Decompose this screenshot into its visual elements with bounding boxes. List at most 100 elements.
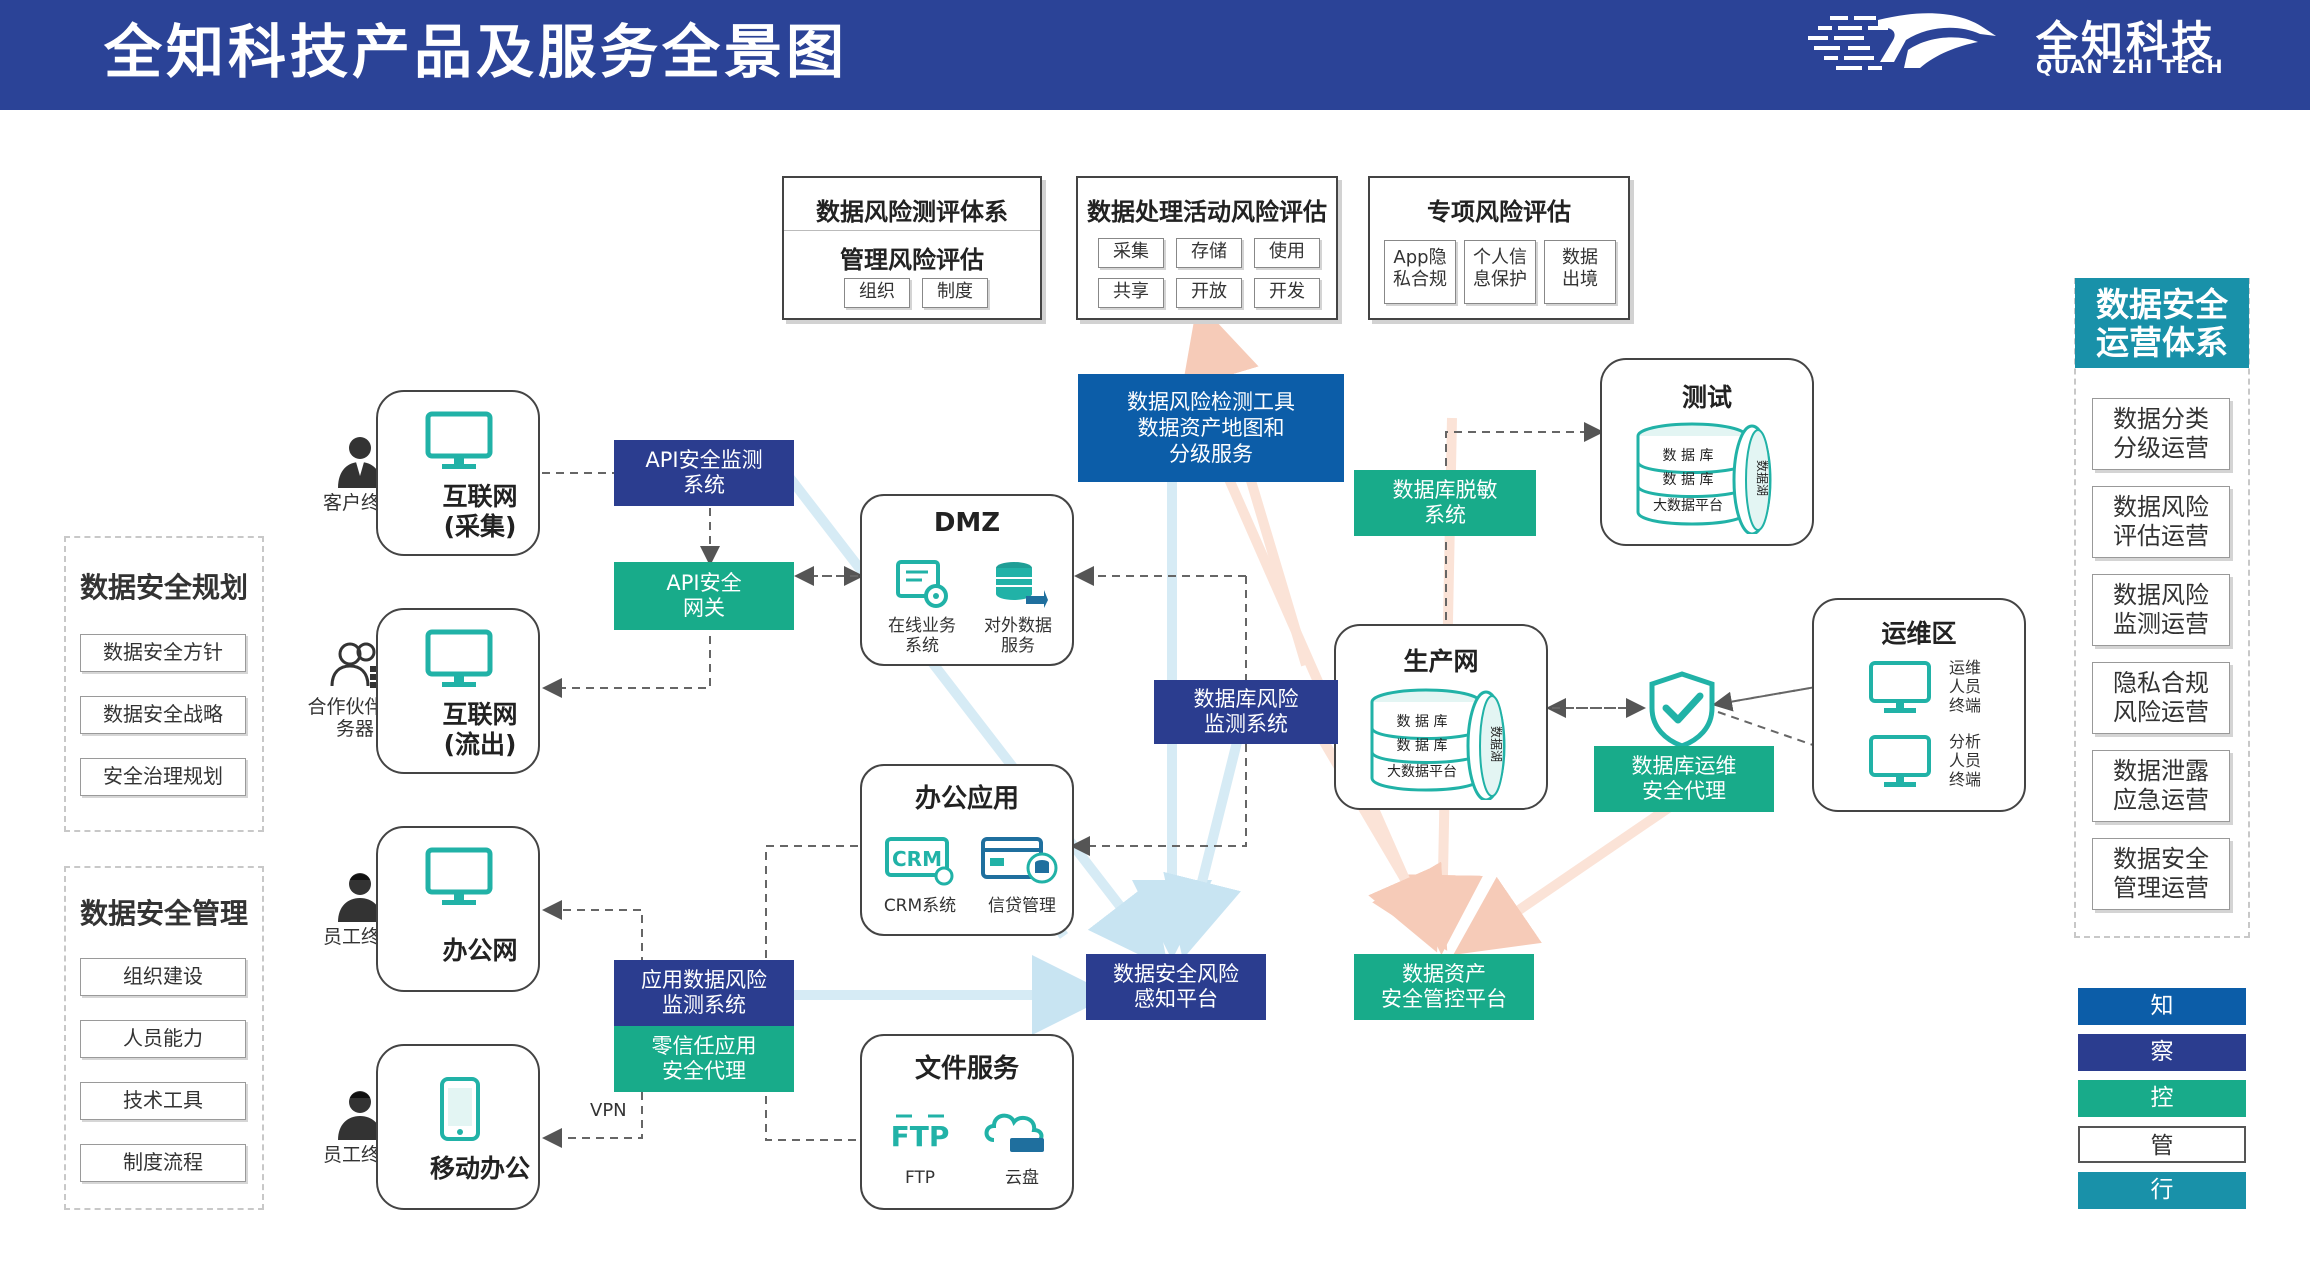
planning-title: 数据安全规划: [79, 571, 248, 604]
api-monitor-system-tag: API安全监测 系统: [614, 440, 794, 506]
test-box: 测试 数 据 库 数 据 库 大数据平台 数据湖: [1600, 358, 1814, 546]
office-net-label: 办公网: [442, 936, 518, 965]
test-title: 测试: [1681, 383, 1732, 412]
management-item: 技术工具: [80, 1082, 246, 1120]
divider: [784, 230, 1040, 231]
db-layer-label: 大数据平台: [1653, 498, 1723, 514]
processing-chip: 共享: [1098, 278, 1164, 308]
brand-name: 全知科技: [2036, 17, 2217, 66]
risk-eval-system-title: 数据风险测评体系: [816, 198, 1008, 226]
special-risk-chip: 个人信 息保护: [1464, 240, 1536, 304]
svg-text:CRM: CRM: [892, 847, 942, 871]
processing-chip: 使用: [1254, 238, 1320, 268]
planning-panel: 数据安全规划 数据安全方针 数据安全战略 安全治理规划: [64, 536, 264, 832]
vpn-label: VPN: [590, 1100, 627, 1121]
internet-out-label: 互联网 (流出): [442, 700, 518, 759]
risk-detection-tools-tag: 数据风险检测工具 数据资产地图和 分级服务: [1078, 374, 1344, 482]
shield-check-icon: [1649, 671, 1715, 748]
office-app-box: 办公应用 CRM CRM系统 信贷管理: [860, 764, 1074, 936]
header-bar: 全知科技产品及服务全景图 全知科技 QUAN ZHI TECH: [0, 0, 2310, 110]
brand-name-en: QUAN ZHI TECH: [2036, 56, 2225, 78]
flow-ops-proxy-to-asset: [1453, 795, 1683, 955]
mobile-office-label: 移动办公: [429, 1154, 530, 1183]
legend-observe: 察: [2078, 1034, 2246, 1071]
page-title: 全知科技产品及服务全景图: [104, 18, 849, 86]
credit-management-icon: [981, 837, 1058, 884]
app-risk-monitor-tag: 应用数据风险 监测系统: [614, 960, 794, 1026]
ops-item: 数据安全 管理运营: [2092, 838, 2230, 910]
ops-item: 数据泄露 应急运营: [2092, 750, 2230, 822]
legend-manage: 管: [2078, 1126, 2246, 1163]
crm-system-label: CRM系统: [883, 896, 957, 916]
legend-operate: 行: [2078, 1172, 2246, 1209]
ops-zone-box: 运维区 运维 人员 终端 分析 人员 终端: [1812, 598, 2026, 812]
planning-item: 安全治理规划: [80, 758, 246, 796]
employee-person-icon: [338, 873, 382, 922]
management-panel: 数据安全管理 组织建设 人员能力 技术工具 制度流程: [64, 866, 264, 1210]
file-service-box: 文件服务 FTP FTP 云盘: [860, 1034, 1074, 1210]
special-risk-box: 专项风险评估 App隐 私合规 个人信 息保护 数据 出境: [1368, 176, 1630, 320]
processing-chip: 采集: [1098, 238, 1164, 268]
asset-control-platform-tag: 数据资产 安全管控平台: [1354, 954, 1534, 1020]
processing-chip: 开放: [1176, 278, 1242, 308]
internet-collect-box: 互联网 (采集): [376, 390, 540, 556]
database-stack-icon: 数 据 库 数 据 库 大数据平台 数据湖: [1370, 688, 1506, 800]
ops-zone-title: 运维区: [1881, 619, 1957, 648]
db-layer-label: 大数据平台: [1387, 764, 1457, 780]
employee-person-icon: [338, 1091, 382, 1140]
db-desensitize-tag: 数据库脱敏 系统: [1354, 470, 1536, 536]
internet-out-box: 互联网 (流出): [376, 608, 540, 774]
risk-perception-platform-tag: 数据安全风险 感知平台: [1086, 954, 1266, 1020]
risk-eval-chip: 制度: [922, 278, 988, 308]
special-risk-chip: App隐 私合规: [1384, 240, 1456, 304]
ops-item: 数据风险 监测运营: [2092, 574, 2230, 646]
crm-icon: CRM: [885, 837, 954, 886]
office-net-box: 办公网: [376, 826, 540, 992]
planning-item: 数据安全方针: [80, 634, 246, 672]
flow-db-risk-to-perception: [1163, 728, 1245, 960]
risk-eval-chip: 组织: [844, 278, 910, 308]
customer-person-icon: [338, 437, 382, 488]
management-title: 数据安全管理: [79, 897, 248, 930]
legend-know: 知: [2078, 988, 2246, 1025]
mobile-phone-icon: [440, 1077, 480, 1141]
dmz-box: DMZ 在线业务 系统 对外数据 服务: [860, 494, 1074, 666]
monitor-icon: [425, 847, 493, 905]
legend-control: 控: [2078, 1080, 2246, 1117]
ops-terminal-monitor-icon: [1869, 661, 1931, 713]
ops-terminal-label: 运维 人员 终端: [1948, 658, 1981, 715]
processing-risk-title: 数据处理活动风险评估: [1087, 198, 1327, 226]
zero-trust-proxy-tag: 零信任应用 安全代理: [614, 1026, 794, 1092]
management-item: 制度流程: [80, 1144, 246, 1182]
processing-chip: 开发: [1254, 278, 1320, 308]
online-business-system-icon: [896, 560, 948, 608]
db-ops-proxy-tag: 数据库运维 安全代理: [1594, 746, 1774, 812]
ops-item: 数据风险 评估运营: [2092, 486, 2230, 558]
production-net-title: 生产网: [1403, 647, 1479, 676]
office-app-title: 办公应用: [914, 784, 1019, 814]
data-lake-label: 数据湖: [1755, 460, 1770, 496]
edge-app-monitor-to-office-net: [542, 900, 643, 965]
management-item: 人员能力: [80, 1020, 246, 1058]
analysis-terminal-label: 分析 人员 终端: [1948, 732, 1981, 789]
db-layer-label: 数 据 库: [1397, 714, 1448, 730]
analysis-terminal-monitor-icon: [1869, 735, 1931, 787]
data-lake-label: 数据湖: [1489, 726, 1504, 762]
risk-eval-system-box: 数据风险测评体系 管理风险评估 组织 制度: [782, 176, 1042, 320]
management-item: 组织建设: [80, 958, 246, 996]
risk-eval-subtitle: 管理风险评估: [840, 246, 984, 274]
ftp-label: FTP: [904, 1168, 936, 1188]
online-business-system-label: 在线业务 系统: [888, 616, 956, 656]
ops-item: 数据分类 分级运营: [2092, 398, 2230, 470]
file-service-title: 文件服务: [914, 1054, 1019, 1084]
monitor-icon: [425, 411, 493, 469]
ftp-icon: FTP: [891, 1114, 949, 1153]
ops-item: 隐私合规 风险运营: [2092, 662, 2230, 734]
processing-risk-box: 数据处理活动风险评估 采集 存储 使用 共享 开放 开发: [1076, 176, 1338, 320]
production-net-box: 生产网 数 据 库 数 据 库 大数据平台 数据湖: [1334, 624, 1548, 810]
special-risk-title: 专项风险评估: [1427, 198, 1571, 226]
edge-gateway-to-internet-out: [542, 622, 711, 698]
external-data-service-label: 对外数据 服务: [984, 616, 1052, 656]
ops-system-title: 数据安全 运营体系: [2075, 278, 2249, 368]
monitor-icon: [425, 629, 493, 687]
